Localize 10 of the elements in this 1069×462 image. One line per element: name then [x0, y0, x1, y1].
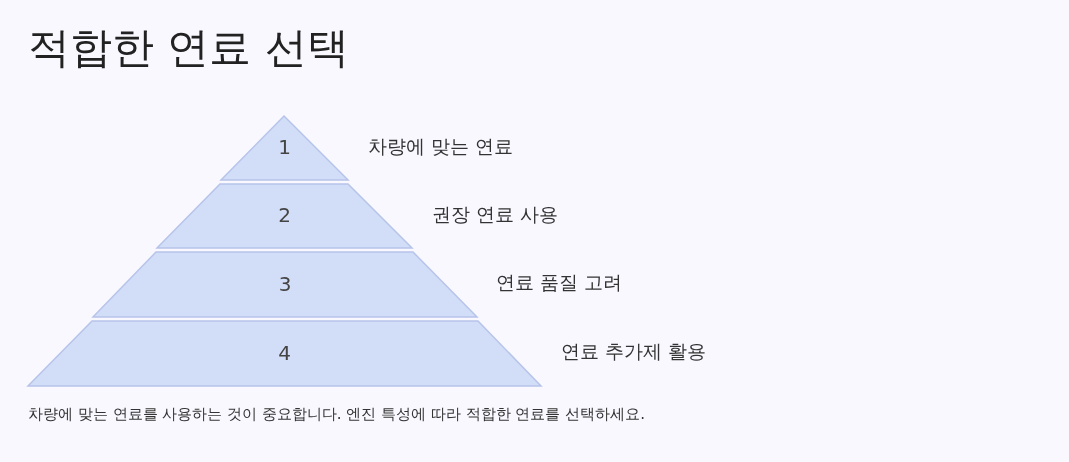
layer-number: 4 [278, 340, 291, 365]
title: 적합한 연료 선택 [28, 22, 349, 74]
layer-label: 권장 연료 사용 [432, 202, 559, 227]
layer-number: 1 [278, 135, 291, 159]
caption: 차량에 맞는 연료를 사용하는 것이 중요합니다. 엔진 특성에 따라 적합한 연료를 선택하세요. [28, 405, 645, 424]
layer-label: 연료 추가제 활용 [561, 339, 707, 364]
layer-number: 2 [278, 203, 291, 227]
layer-number: 3 [278, 271, 292, 296]
layer-label: 연료 품질 고려 [496, 270, 623, 295]
layer-label: 차량에 맞는 연료 [368, 134, 514, 159]
